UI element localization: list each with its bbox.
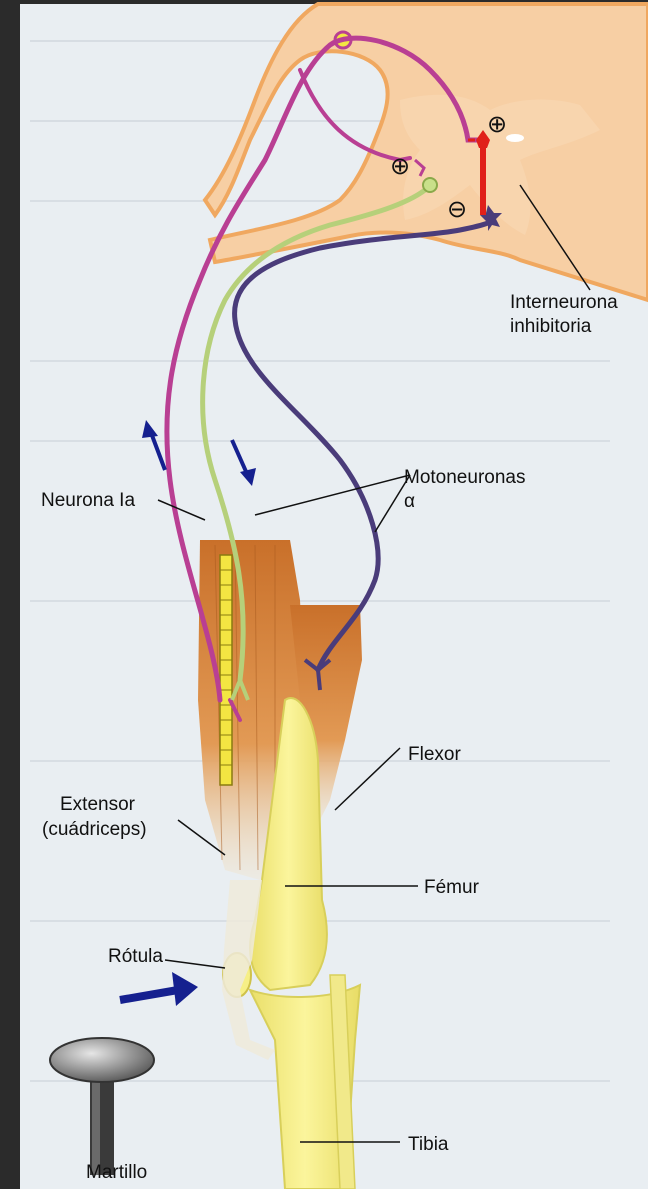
label-neurona-ia: Neurona Ia [41,490,135,511]
label-rotula: Rótula [108,946,163,967]
extensor-motoneuron-soma [423,178,437,192]
label-motoneuronas: Motoneuronas [404,467,525,488]
label-flexor: Flexor [408,744,461,765]
label-tibia: Tibia [408,1134,449,1155]
reflex-hammer [50,1038,154,1175]
excitatory-symbol-upper: ⊕ [487,110,507,138]
label-inhibitoria: inhibitoria [510,316,592,337]
label-interneurona: Interneurona [510,292,618,313]
inhibitory-symbol: ⊖ [447,195,467,223]
label-cuadriceps: (cuádriceps) [42,819,147,840]
hammer-head [50,1038,154,1082]
central-canal [506,134,524,142]
label-femur: Fémur [424,877,480,898]
label-martillo: Martillo [86,1162,147,1183]
label-alpha: α [404,491,415,512]
hammer-strike-arrow [120,990,178,1000]
excitatory-symbol-lower: ⊕ [390,152,410,180]
label-extensor: Extensor [60,794,136,815]
